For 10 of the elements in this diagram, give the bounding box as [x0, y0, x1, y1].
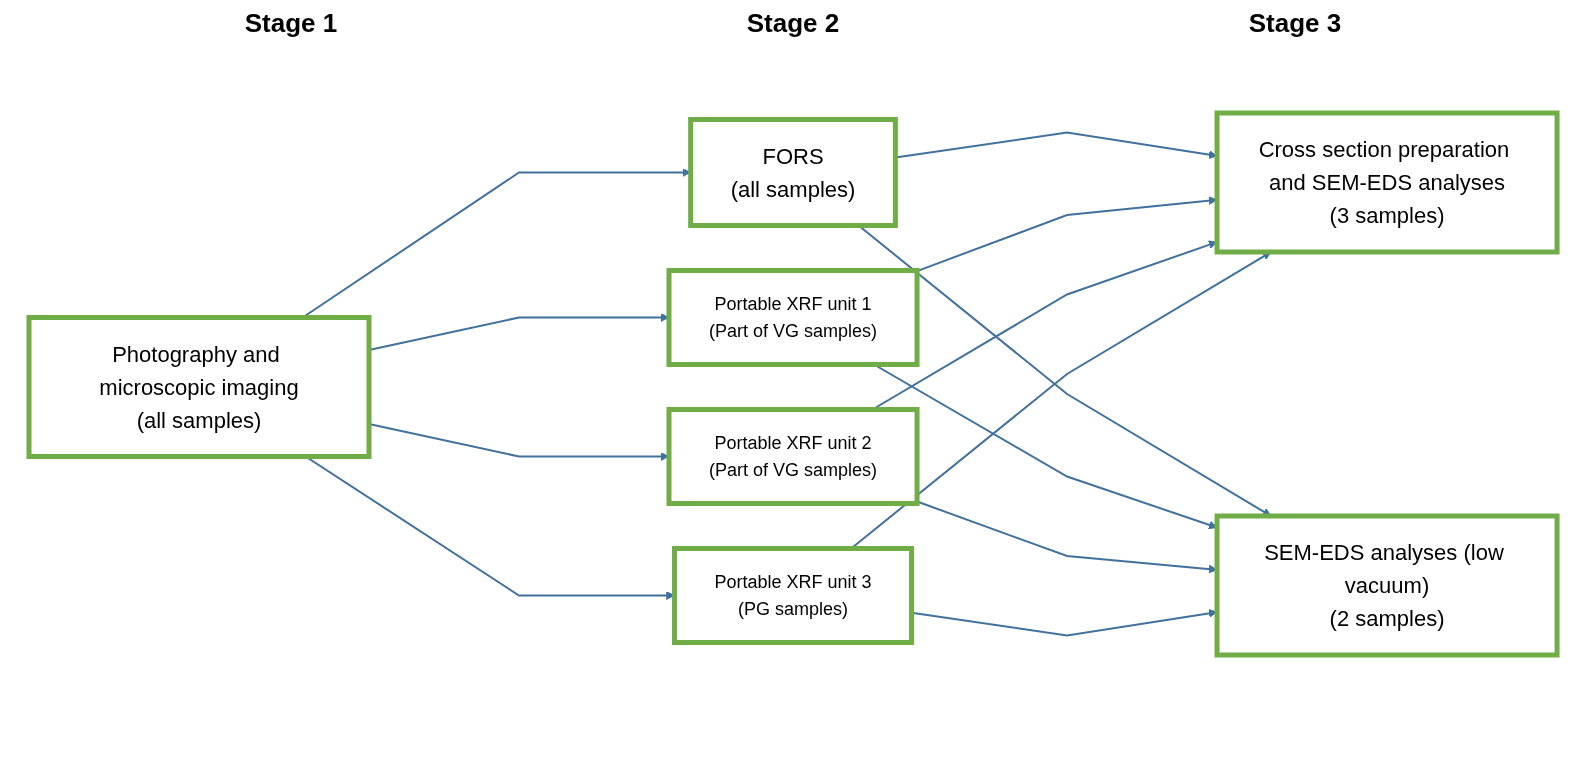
node-box: Portable XRF unit 3 (PG samples) — [671, 546, 915, 645]
node-box: Photography and microscopic imaging (all samples) — [26, 315, 372, 459]
node-box: SEM-EDS analyses (low vacuum) (2 samples) — [1214, 513, 1560, 658]
node-box: Portable XRF unit 1 (Part of VG samples) — [666, 268, 920, 367]
node-box: Cross section preparation and SEM-EDS analyses (3 samples) — [1214, 110, 1560, 255]
stage-heading: Stage 1 — [244, 8, 338, 39]
node-box: FORS (all samples) — [688, 117, 898, 228]
stage-heading: Stage 2 — [746, 8, 840, 39]
node-box: Portable XRF unit 2 (Part of VG samples) — [666, 407, 920, 506]
stage-heading: Stage 3 — [1248, 8, 1342, 39]
